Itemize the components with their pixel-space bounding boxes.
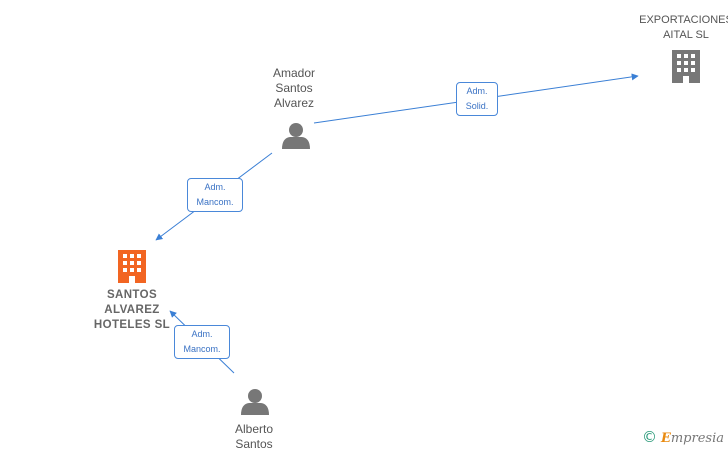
brand-initial: E (660, 431, 671, 446)
person-icon[interactable] (282, 123, 310, 149)
edge-label-adm-solid: Adm. Solid. (456, 82, 498, 116)
node-label-santos-alvarez-hoteles[interactable]: SANTOS ALVAREZ HOTELES SL (93, 289, 171, 331)
edge-label-adm-mancom-amador: Adm. Mancom. (187, 178, 243, 212)
brand-name: mpresia (670, 431, 724, 446)
brand-logo: ©Empresia (642, 428, 724, 446)
copyright-symbol: © (641, 428, 657, 446)
person-icon[interactable] (241, 389, 269, 415)
edge-label-adm-mancom-alberto: Adm. Mancom. (174, 325, 230, 359)
node-label-alberto[interactable]: Alberto Santos (234, 422, 274, 451)
building-icon[interactable] (118, 250, 146, 283)
building-icon[interactable] (672, 50, 700, 83)
node-label-exportaciones-aital[interactable]: EXPORTACIONES AITAL SL (639, 14, 728, 41)
node-label-amador[interactable]: Amador Santos Alvarez (272, 66, 316, 110)
